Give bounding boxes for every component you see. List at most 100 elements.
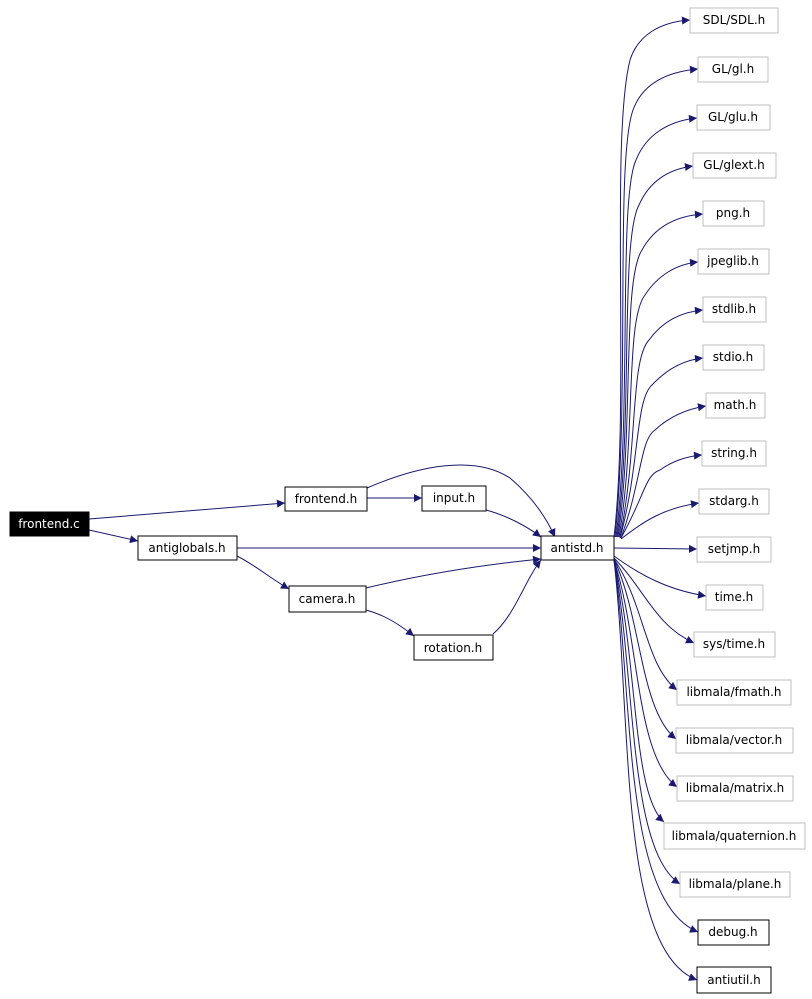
node-rotation-h[interactable]: rotation.h: [413, 634, 494, 661]
edge-antistd-h-to-gl-h: [614, 65, 699, 538]
node-png-h-label: png.h: [716, 206, 750, 220]
node-glu-h[interactable]: GL/glu.h: [696, 104, 771, 131]
node-antistd-h-box: [540, 535, 615, 561]
edge-frontend-c-to-antiglobals-h: [88, 529, 139, 544]
node-sdl-h[interactable]: SDL/SDL.h: [689, 7, 779, 34]
edge-antistd-h-to-time-h: [613, 555, 707, 599]
node-vector-h-label: libmala/vector.h: [686, 733, 782, 747]
node-sdl-h-label: SDL/SDL.h: [703, 13, 766, 27]
node-glext-h[interactable]: GL/glext.h: [692, 152, 777, 179]
edge-camera-h-to-rotation-h: [365, 609, 415, 637]
node-stdio-h[interactable]: stdio.h: [702, 344, 765, 371]
node-vector-h-box: [675, 727, 794, 754]
node-glu-h-label: GL/glu.h: [708, 110, 758, 124]
node-antiutil-h-label: antiutil.h: [707, 973, 760, 987]
edge-input-h-to-antistd-h: [485, 509, 542, 538]
node-math-h[interactable]: math.h: [705, 392, 766, 419]
node-stdarg-h[interactable]: stdarg.h: [698, 488, 770, 515]
node-antiglobals-h[interactable]: antiglobals.h: [137, 535, 238, 561]
edge-camera-h-to-antistd-h: [365, 555, 542, 589]
node-glext-h-box: [692, 152, 777, 179]
node-fmath-h-box: [676, 679, 792, 706]
node-jpeglib-h[interactable]: jpeglib.h: [697, 248, 770, 275]
edge-antistd-h-to-matrix-h: [613, 559, 678, 788]
node-frontend-h[interactable]: frontend.h: [284, 486, 368, 512]
node-systime-h[interactable]: sys/time.h: [693, 631, 776, 658]
node-frontend-c-label: frontend.c: [18, 517, 80, 531]
node-stdio-h-label: stdio.h: [713, 350, 753, 364]
node-gl-h[interactable]: GL/gl.h: [697, 56, 769, 83]
node-png-h-box: [702, 200, 765, 227]
edge-frontend-c-to-frontend-h: [88, 499, 286, 520]
node-time-h-label: time.h: [715, 590, 754, 604]
node-frontend-c[interactable]: frontend.c: [9, 511, 90, 537]
edge-antistd-h-to-plane-h: [613, 559, 681, 885]
node-quaternion-h[interactable]: libmala/quaternion.h: [663, 822, 806, 850]
edge-rotation-h-to-antistd-h: [492, 559, 542, 635]
node-systime-h-label: sys/time.h: [703, 637, 765, 651]
node-fmath-h[interactable]: libmala/fmath.h: [676, 679, 792, 706]
node-matrix-h-box: [676, 775, 794, 802]
node-debug-h[interactable]: debug.h: [697, 919, 770, 946]
edge-antistd-h-to-fmath-h: [613, 558, 678, 691]
node-setjmp-h-label: setjmp.h: [708, 542, 760, 556]
node-antistd-h[interactable]: antistd.h: [540, 535, 615, 561]
edge-antistd-h-to-jpeglib-h: [618, 258, 699, 538]
node-rotation-h-label: rotation.h: [424, 641, 482, 655]
node-stdlib-h[interactable]: stdlib.h: [702, 296, 767, 323]
edge-antistd-h-to-sdl-h: [613, 16, 691, 538]
node-png-h[interactable]: png.h: [702, 200, 765, 227]
edge-antistd-h-to-setjmp-h: [613, 544, 698, 553]
node-plane-h[interactable]: libmala/plane.h: [679, 871, 791, 898]
node-math-h-box: [705, 392, 766, 419]
node-stdarg-h-label: stdarg.h: [709, 494, 759, 508]
node-stdarg-h-box: [698, 488, 770, 515]
node-string-h-box: [701, 440, 767, 467]
node-stdlib-h-label: stdlib.h: [712, 302, 756, 316]
node-frontend-h-label: frontend.h: [295, 492, 358, 506]
node-glext-h-label: GL/glext.h: [703, 158, 764, 172]
node-time-h-box: [705, 584, 764, 611]
node-matrix-h[interactable]: libmala/matrix.h: [676, 775, 794, 802]
node-frontend-c-box: [9, 511, 90, 537]
node-time-h[interactable]: time.h: [705, 584, 764, 611]
node-string-h[interactable]: string.h: [701, 440, 767, 467]
node-setjmp-h[interactable]: setjmp.h: [696, 536, 772, 563]
node-input-h-label: input.h: [433, 491, 475, 505]
node-camera-h-label: camera.h: [299, 592, 356, 606]
node-debug-h-box: [697, 919, 770, 946]
edge-antistd-h-to-antiutil-h: [613, 559, 698, 981]
node-gl-h-box: [697, 56, 769, 83]
node-gl-h-label: GL/gl.h: [712, 62, 754, 76]
node-antiutil-h-box: [696, 966, 772, 994]
node-camera-h[interactable]: camera.h: [288, 585, 367, 613]
edge-antistd-h-to-png-h: [617, 210, 704, 538]
edge-antiglobals-h-to-camera-h: [236, 555, 290, 590]
node-input-h[interactable]: input.h: [421, 485, 487, 512]
edge-antistd-h-to-vector-h: [613, 558, 677, 740]
node-plane-h-box: [679, 871, 791, 898]
node-antiutil-h[interactable]: antiutil.h: [696, 966, 772, 994]
nodes: frontend.c frontend.h antiglobals.h inpu…: [9, 7, 806, 994]
edge-antistd-h-to-quaternion-h: [613, 559, 665, 823]
edge-antistd-h-to-stdlib-h: [619, 306, 704, 538]
node-stdio-h-box: [702, 344, 765, 371]
node-sdl-h-box: [689, 7, 779, 34]
edge-antistd-h-to-string-h: [620, 451, 703, 539]
edge-antistd-h-to-debug-h: [613, 559, 699, 933]
node-setjmp-h-box: [696, 536, 772, 563]
edge-antistd-h-to-math-h: [620, 403, 707, 539]
edge-antistd-h-to-systime-h: [613, 557, 695, 644]
edge-antistd-h-to-glext-h: [616, 163, 694, 538]
node-fmath-h-label: libmala/fmath.h: [686, 685, 781, 699]
edge-antistd-h-to-stdio-h: [619, 354, 704, 539]
node-stdlib-h-box: [702, 296, 767, 323]
node-antiglobals-h-box: [137, 535, 238, 561]
node-input-h-box: [421, 485, 487, 512]
node-frontend-h-box: [284, 486, 368, 512]
node-quaternion-h-box: [663, 822, 806, 850]
node-jpeglib-h-label: jpeglib.h: [706, 254, 759, 268]
node-camera-h-box: [288, 585, 367, 613]
node-matrix-h-label: libmala/matrix.h: [686, 781, 785, 795]
node-vector-h[interactable]: libmala/vector.h: [675, 727, 794, 754]
